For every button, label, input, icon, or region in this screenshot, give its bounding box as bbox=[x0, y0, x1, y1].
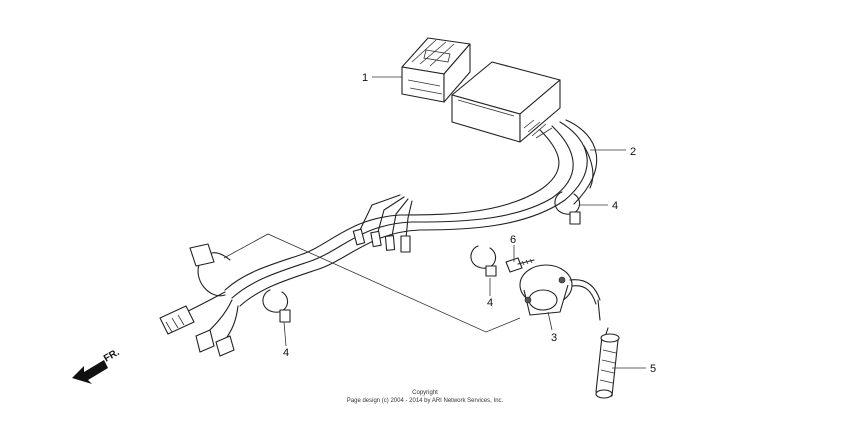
part-3-ignition-coil[interactable] bbox=[519, 264, 601, 321]
callout-6: 6 bbox=[510, 234, 516, 246]
part-2-control-unit[interactable] bbox=[451, 61, 561, 143]
leader-lines bbox=[223, 76, 646, 369]
part-1-module[interactable] bbox=[401, 37, 471, 103]
callout-5: 5 bbox=[650, 363, 656, 375]
part-4-clamp-left[interactable] bbox=[262, 289, 291, 323]
callout-2: 2 bbox=[630, 146, 636, 158]
callout-3: 3 bbox=[551, 332, 557, 344]
part-4-clamp-right[interactable] bbox=[554, 191, 581, 225]
front-direction-arrow-icon: FR. bbox=[72, 347, 122, 384]
direction-label: FR. bbox=[102, 347, 122, 365]
callout-4-middle: 4 bbox=[487, 297, 493, 309]
callout-1: 1 bbox=[362, 72, 368, 84]
wire-harness[interactable] bbox=[159, 119, 598, 357]
copyright-line-1: Copyright bbox=[412, 390, 438, 396]
callout-4-right: 4 bbox=[612, 200, 618, 212]
part-4-clamp-middle[interactable] bbox=[470, 245, 497, 277]
copyright-line-2: Page design (c) 2004 - 2014 by ARI Netwo… bbox=[347, 398, 504, 404]
part-5-plug-cap[interactable] bbox=[595, 327, 620, 399]
callout-4-left: 4 bbox=[283, 347, 289, 359]
